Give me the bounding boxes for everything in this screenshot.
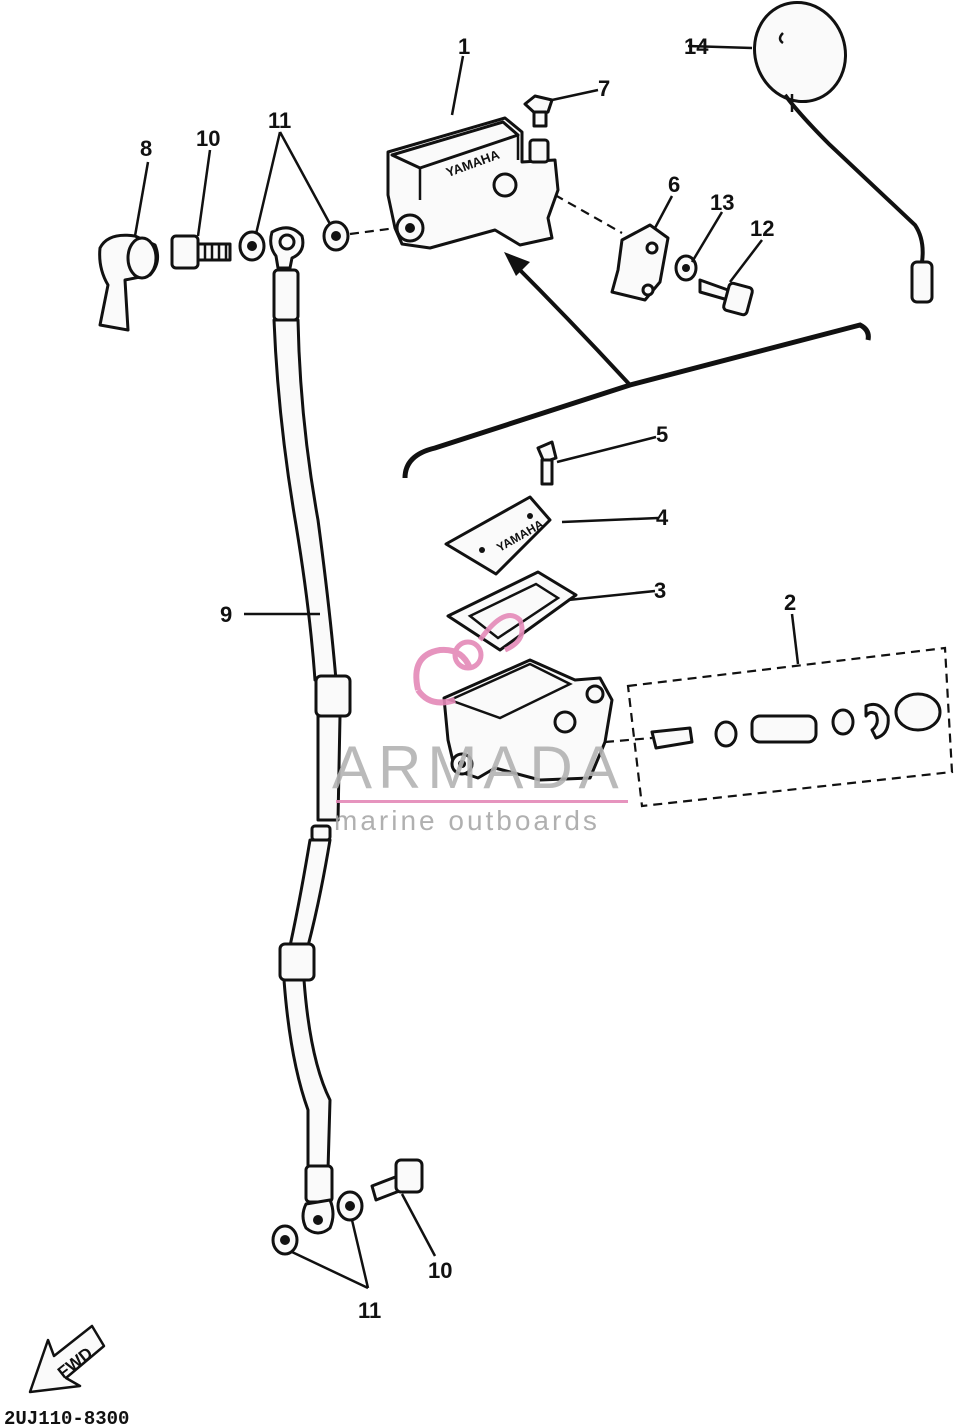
- callout-3: 3: [654, 578, 666, 603]
- piston-kit-parts: [650, 692, 942, 750]
- cap-screw-5-part: [536, 440, 558, 486]
- washer-11-bottom-left-part: [271, 1224, 299, 1256]
- fwd-arrow-icon: FWD: [28, 1324, 106, 1394]
- callout-8: 8: [140, 136, 152, 161]
- brake-hose-part: [272, 268, 352, 1204]
- diagram-code: 2UJ110-8300: [4, 1408, 129, 1428]
- washer-11-bottom-right-part: [336, 1190, 364, 1222]
- callout-11-top: 11: [268, 108, 291, 133]
- union-bolt-10-top-part: [170, 234, 232, 270]
- callout-6: 6: [668, 172, 680, 197]
- mirror-part: [752, 0, 934, 304]
- boot-cap-8-part: [98, 233, 160, 332]
- callout-4: 4: [656, 505, 669, 530]
- callout-13: 13: [710, 190, 734, 215]
- washer-11-top-left-part: [238, 230, 266, 262]
- clamp-bracket-part: [610, 223, 670, 302]
- watermark-subtitle: marine outboards: [334, 805, 600, 836]
- assembly-guide-arrow: [402, 252, 871, 479]
- bolt-12-part: [698, 278, 754, 317]
- callout-10-bottom: 10: [428, 1258, 452, 1283]
- callout-11-bottom: 11: [358, 1298, 381, 1323]
- master-cylinder-body-part: [442, 658, 614, 782]
- banjo-fitting-bottom-part: [301, 1198, 335, 1235]
- plug-part: [523, 94, 554, 128]
- reservoir-cap-4-part: YAMAHA: [444, 495, 552, 576]
- callout-1: 1: [458, 34, 470, 59]
- union-bolt-10-bottom-part: [370, 1158, 424, 1202]
- washer-13-part: [674, 254, 698, 282]
- washer-11-top-right-part: [322, 220, 350, 252]
- callout-10-top: 10: [196, 126, 220, 151]
- watermark: ARMADA marine outboards: [332, 613, 628, 836]
- callout-2: 2: [784, 590, 796, 615]
- piston-kit-box: [626, 646, 954, 808]
- leader-lines: [133, 44, 800, 1290]
- banjo-fitting-top-part: [269, 226, 305, 270]
- callout-7: 7: [598, 76, 610, 101]
- callout-12: 12: [750, 216, 774, 241]
- callout-5: 5: [656, 422, 668, 447]
- watermark-title: ARMADA: [332, 734, 625, 801]
- callout-labels: 1 14 7 8 10 11 6 13 12 5 4 3 2 9 10 11: [140, 34, 796, 1323]
- diaphragm-3-part: [446, 570, 578, 652]
- callout-9: 9: [220, 602, 232, 627]
- callout-14: 14: [684, 34, 709, 59]
- master-cylinder-part: YAMAHA: [386, 116, 560, 250]
- armada-logo-icon: [413, 613, 525, 706]
